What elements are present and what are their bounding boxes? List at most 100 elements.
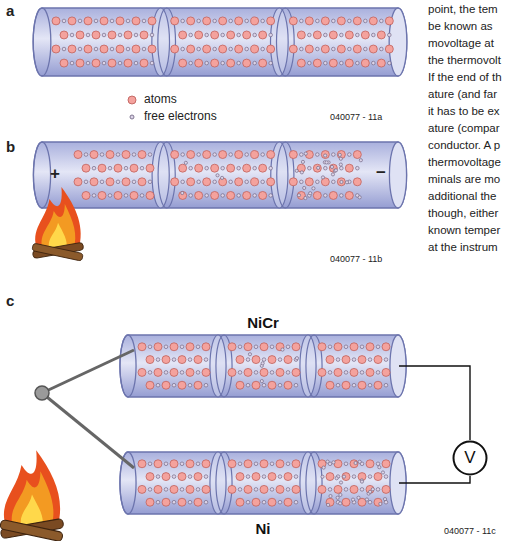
atom <box>358 381 366 389</box>
atom <box>252 498 260 506</box>
atom <box>345 164 353 172</box>
free-electron <box>132 180 136 184</box>
free-electron <box>308 166 312 170</box>
atom <box>68 45 76 53</box>
free-electron <box>378 466 381 469</box>
atom <box>84 17 92 25</box>
cylinder-body <box>120 452 406 514</box>
atom <box>146 191 154 199</box>
free-electron <box>300 19 304 23</box>
article-text: point, the tem <box>428 3 498 16</box>
free-electron <box>372 33 376 37</box>
atom <box>337 45 345 53</box>
free-electron <box>333 169 336 172</box>
atom <box>243 164 251 172</box>
atom <box>251 17 259 25</box>
free-electron <box>336 358 340 362</box>
atom <box>259 164 267 172</box>
atom <box>186 460 194 468</box>
free-electron <box>300 180 304 184</box>
free-electron <box>360 488 364 492</box>
free-electron <box>172 475 176 479</box>
free-electron <box>301 160 304 163</box>
conductor-cylinder <box>120 452 406 514</box>
free-electron <box>339 493 342 496</box>
free-electron <box>156 358 160 362</box>
free-electron <box>360 480 363 483</box>
meter-circle <box>454 442 487 475</box>
free-electron <box>261 153 265 157</box>
free-electron <box>261 47 265 51</box>
atom <box>194 356 202 364</box>
free-electron <box>384 358 388 362</box>
atom <box>116 17 124 25</box>
atom <box>116 45 124 53</box>
free-electron <box>181 191 184 194</box>
free-electron <box>245 153 249 157</box>
free-electron <box>324 194 328 198</box>
atom <box>228 485 236 493</box>
atom <box>326 498 334 506</box>
free-electron <box>334 169 337 172</box>
atom <box>211 59 219 67</box>
cylinder-body <box>120 335 406 397</box>
free-electron <box>140 194 144 198</box>
cylinder-end <box>33 8 51 76</box>
atom <box>251 151 259 159</box>
free-electron <box>164 488 168 492</box>
free-electron <box>164 371 168 375</box>
thermocouple-junction <box>35 350 134 468</box>
atom <box>268 356 276 364</box>
atom <box>236 356 244 364</box>
atom <box>60 31 68 39</box>
free-electron <box>78 47 82 51</box>
article-text: conductor. A p <box>428 139 500 152</box>
junction-dot <box>35 386 49 400</box>
free-electron <box>352 358 356 362</box>
free-electron <box>324 166 328 170</box>
atom <box>171 17 179 25</box>
atom <box>202 485 210 493</box>
free-electron <box>100 180 104 184</box>
node-label: V <box>464 448 475 468</box>
atom <box>268 498 276 506</box>
free-electron <box>262 358 266 362</box>
atom <box>268 381 276 389</box>
article-text: additional the <box>428 190 496 203</box>
atom <box>337 178 345 186</box>
atom <box>243 191 251 199</box>
free-electron <box>213 19 217 23</box>
free-electron <box>316 153 320 157</box>
free-electron <box>381 471 384 474</box>
free-electron <box>348 153 352 157</box>
free-electron <box>172 500 176 504</box>
atom <box>132 17 140 25</box>
atom <box>187 178 195 186</box>
free-electron <box>300 171 303 174</box>
atom <box>138 368 146 376</box>
free-electron <box>339 157 342 160</box>
free-electron <box>368 490 371 493</box>
atom <box>195 59 203 67</box>
article-text: known temper <box>428 224 500 237</box>
free-electron <box>188 475 192 479</box>
article-text: though, either <box>428 207 498 220</box>
free-electron <box>132 153 136 157</box>
atom <box>236 473 244 481</box>
log <box>32 243 83 261</box>
free-electron <box>368 475 372 479</box>
free-electron <box>189 61 193 65</box>
atom <box>329 59 337 67</box>
atom <box>195 191 203 199</box>
atom <box>361 31 369 39</box>
polarity-sign: + <box>50 164 60 184</box>
free-electron <box>216 174 219 177</box>
free-electron <box>340 61 344 65</box>
fire <box>32 187 84 261</box>
free-electron <box>180 371 184 375</box>
atom <box>259 59 267 67</box>
free-electron <box>156 500 160 504</box>
free-electron <box>172 383 176 387</box>
atom <box>92 31 100 39</box>
free-electron <box>86 61 90 65</box>
